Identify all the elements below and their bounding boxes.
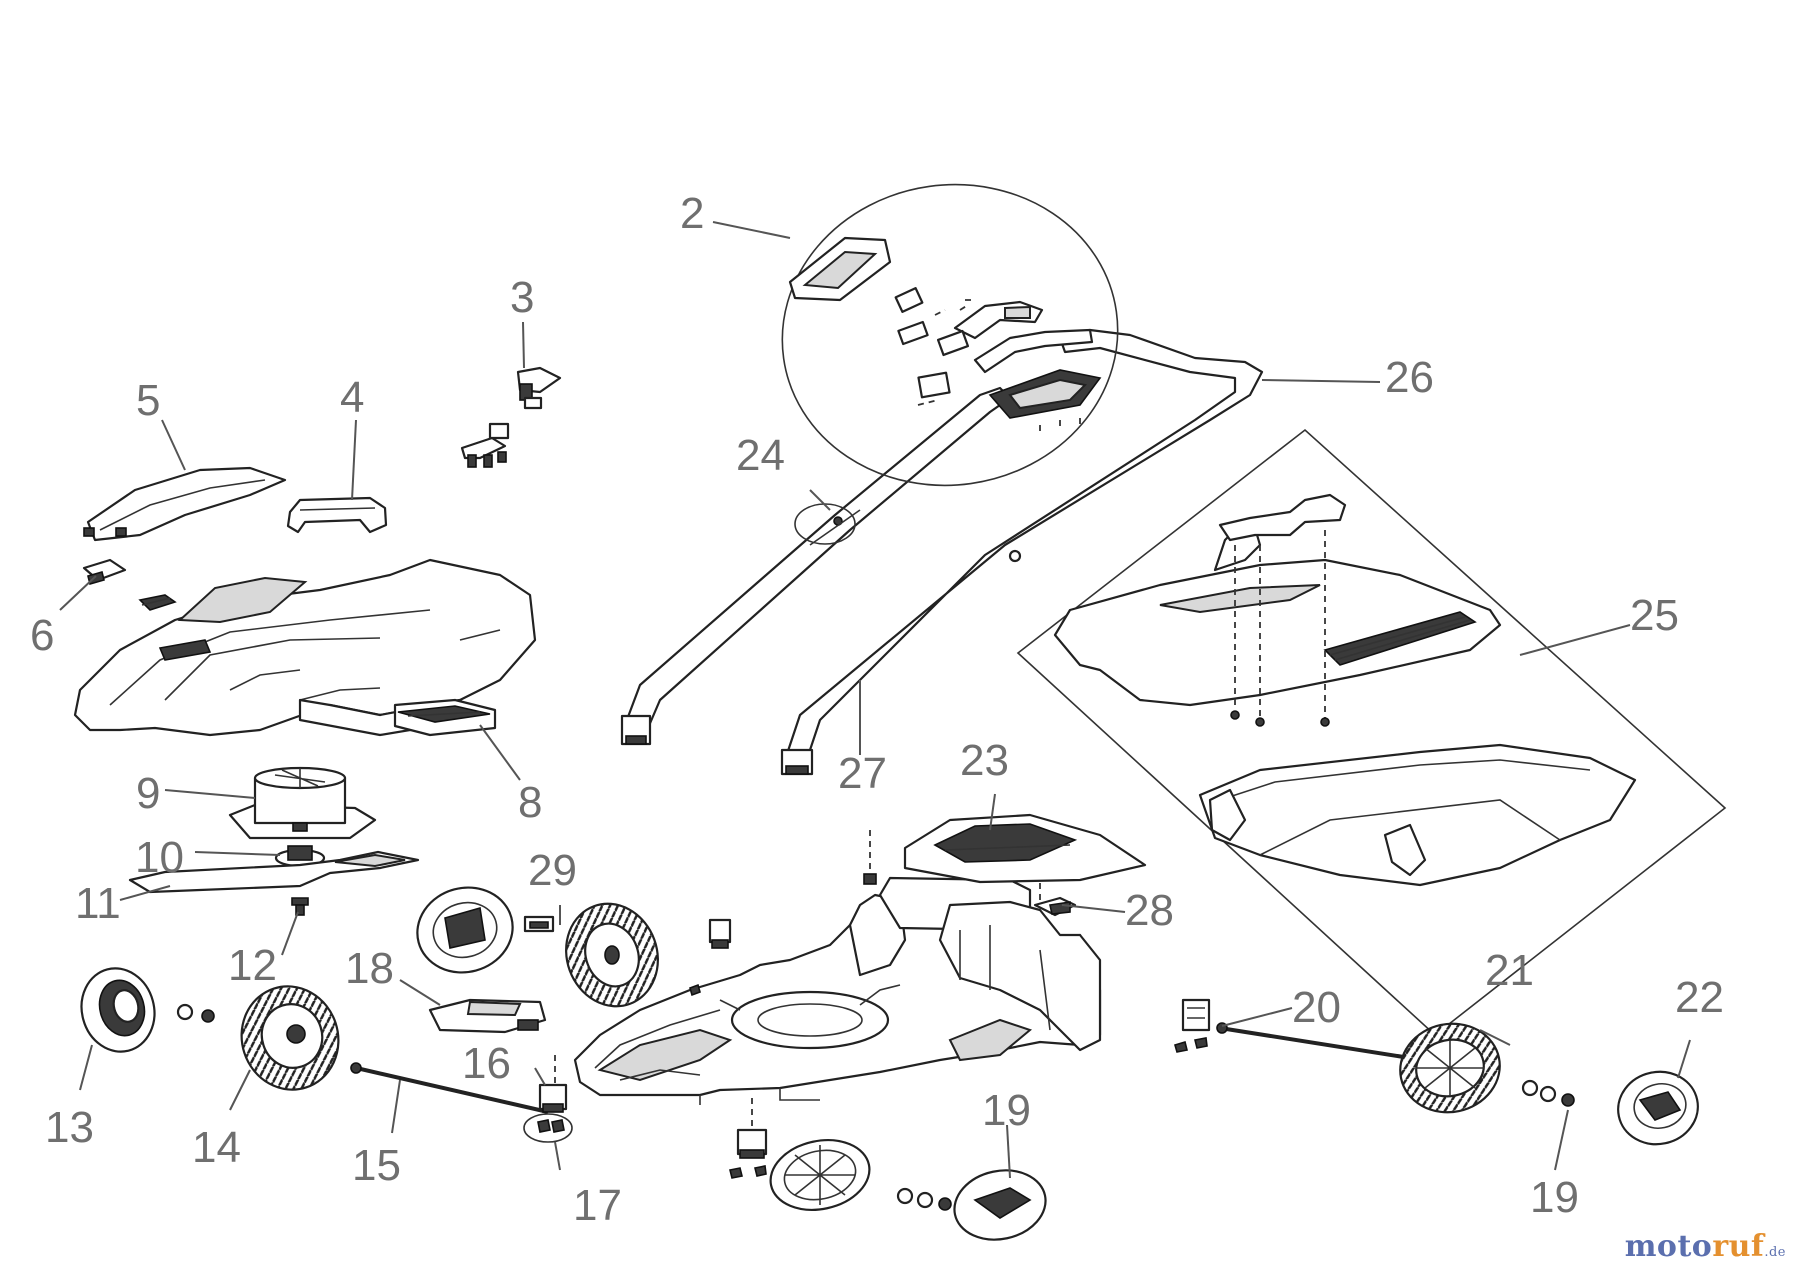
part-13-hub-cap <box>80 967 215 1053</box>
front-right-wheel-assembly <box>729 1098 1047 1241</box>
part-12-blade-bolt <box>291 897 309 916</box>
callout-18: 18 <box>345 944 394 993</box>
part-5-top-cover <box>83 466 287 542</box>
callout-4: 4 <box>340 373 364 422</box>
part-20-axle <box>1219 1026 1411 1060</box>
callout-11: 11 <box>75 879 121 928</box>
callout-27: 27 <box>838 749 887 798</box>
callout-26: 26 <box>1385 353 1434 402</box>
rear-right-wheel-assembly <box>1174 998 1699 1146</box>
part-18-bracket <box>428 998 547 1034</box>
grass-box-basket <box>1198 743 1637 887</box>
leader-lines <box>59 221 1691 1179</box>
part-6-safety-key <box>82 558 177 611</box>
part-23-grass-box-cover <box>903 813 1147 884</box>
deck-blade-well <box>730 990 890 1050</box>
watermark-logo: motoruf.de <box>1624 1229 1786 1264</box>
detail-circle-17 <box>523 1113 573 1143</box>
part-25-grass-box <box>1016 428 1727 1037</box>
grass-box-frame <box>1016 428 1727 1037</box>
grass-box-handle <box>1218 493 1347 542</box>
callout-9: 9 <box>136 769 160 818</box>
handle-bow-top <box>973 328 1094 374</box>
callout-19-rear: 19 <box>1530 1173 1579 1222</box>
callout-22: 22 <box>1675 973 1724 1022</box>
callout-24: 24 <box>736 431 785 480</box>
callout-labels: 2 3 4 5 6 8 9 10 11 12 13 14 15 16 17 18… <box>30 189 1724 1230</box>
callout-14: 14 <box>192 1123 241 1172</box>
part-3-switch-clips <box>460 366 562 468</box>
part-15-axle <box>350 1062 549 1114</box>
callout-5: 5 <box>136 376 160 425</box>
callout-28: 28 <box>1125 886 1174 935</box>
upper-housing <box>73 558 537 737</box>
callout-20: 20 <box>1292 983 1341 1032</box>
part-28-clip <box>1033 896 1077 917</box>
part-14-wheel <box>240 985 340 1091</box>
callout-16: 16 <box>462 1039 511 1088</box>
callout-23: 23 <box>960 736 1009 785</box>
detail-circle-2 <box>781 183 1119 487</box>
callout-25: 25 <box>1630 591 1679 640</box>
callout-29: 29 <box>528 846 577 895</box>
part-10-blade-adapter <box>274 845 326 868</box>
part-4-carry-handle <box>286 496 388 534</box>
callout-3: 3 <box>510 273 534 322</box>
callout-19-front: 19 <box>982 1086 1031 1135</box>
callout-13: 13 <box>45 1103 94 1152</box>
callout-17: 17 <box>573 1181 622 1230</box>
callout-6: 6 <box>30 611 54 660</box>
callout-15: 15 <box>352 1141 401 1190</box>
callout-2: 2 <box>680 189 704 238</box>
part-16-17-axle-bracket <box>523 1055 573 1143</box>
callout-21: 21 <box>1485 946 1534 995</box>
part-9-motor <box>228 766 377 840</box>
handle-assembly <box>620 183 1264 776</box>
part-29-hub-cap-and-wheel <box>416 886 732 1008</box>
mower-deck <box>573 830 1102 1105</box>
part-8-battery-pack <box>393 698 497 737</box>
callout-8: 8 <box>518 778 542 827</box>
grass-box-lid <box>1053 558 1502 707</box>
handle-bar-left <box>623 386 1012 737</box>
part-11-blade <box>128 850 420 894</box>
callout-10: 10 <box>135 833 184 882</box>
callout-12: 12 <box>228 941 277 990</box>
